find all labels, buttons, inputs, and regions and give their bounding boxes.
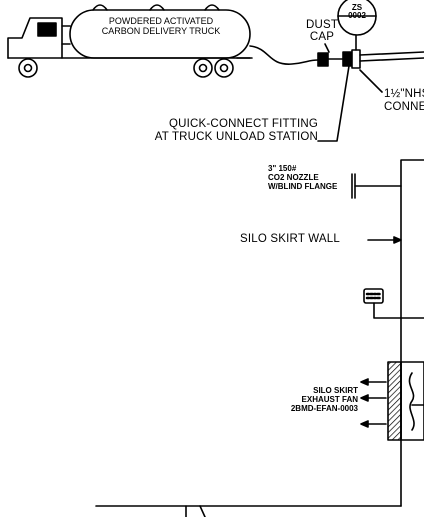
dust-cap-label: DUST CAP bbox=[302, 19, 342, 43]
delivery-truck bbox=[7, 4, 253, 78]
truck-label-line2: CARBON DELIVERY TRUCK bbox=[101, 26, 221, 37]
tank-hatch bbox=[92, 4, 108, 11]
nhs-connect-leader bbox=[359, 69, 383, 93]
quick-connect-label-line1: QUICK-CONNECT FITTING bbox=[168, 118, 318, 130]
dust-cap-leader bbox=[324, 43, 330, 53]
junction-box bbox=[363, 288, 424, 319]
silo-skirt-wall bbox=[400, 159, 424, 507]
co2-nozzle bbox=[351, 173, 402, 199]
co2-nozzle-label-line3: W/BLIND FLANGE bbox=[268, 182, 338, 192]
tank-hatch bbox=[149, 4, 165, 11]
truck-label: POWDERED ACTIVATED CARBON DELIVERY TRUCK bbox=[82, 16, 240, 37]
exhaust-fan-label-line1: SILO SKIRT bbox=[313, 386, 358, 395]
instrument-tag-letters: ZS bbox=[351, 3, 363, 12]
co2-nozzle-label-line1: 3" 150# bbox=[268, 164, 297, 173]
tank-hatch bbox=[204, 4, 220, 11]
truck-wheel bbox=[18, 58, 38, 78]
instrument-tag-number: 0002 bbox=[348, 11, 366, 21]
truck-cab bbox=[7, 17, 63, 59]
co2-nozzle-label: 3" 150# CO2 NOZZLE W/BLIND FLANGE bbox=[268, 164, 337, 192]
quick-connect-label: QUICK-CONNECT FITTING AT TRUCK UNLOAD ST… bbox=[124, 118, 318, 144]
nhs-connect-label-line1: 1½"NHS bbox=[384, 88, 424, 100]
truck-wheel bbox=[214, 58, 234, 78]
nhs-connect-label: 1½"NHS CONNECT bbox=[384, 88, 424, 113]
quick-connect-leader bbox=[317, 65, 350, 142]
dust-cap-label-line1: DUST bbox=[305, 19, 339, 31]
dust-cap-label-line2: CAP bbox=[309, 31, 335, 44]
exhaust-fan bbox=[360, 361, 424, 441]
exhaust-fan-label: SILO SKIRT EXHAUST FAN 2BMD-EFAN-0003 bbox=[254, 386, 358, 414]
delivery-hose bbox=[249, 45, 319, 65]
silo-skirt-wall-label: SILO SKIRT WALL bbox=[240, 233, 340, 245]
exhaust-fan-label-line3: 2BMD-EFAN-0003 bbox=[290, 404, 358, 414]
cab-window bbox=[37, 22, 57, 37]
instrument-tag-text: ZS 0002 bbox=[339, 3, 375, 21]
quick-connect-fitting bbox=[317, 34, 424, 69]
exhaust-fan-label-line2: EXHAUST FAN bbox=[301, 395, 358, 405]
quick-connect-label-line2: AT TRUCK UNLOAD STATION bbox=[154, 131, 318, 144]
truck-wheel bbox=[193, 58, 213, 78]
nhs-connect-label-line2: CONNECT bbox=[384, 100, 424, 113]
co2-nozzle-label-line2: CO2 NOZZLE bbox=[268, 173, 319, 183]
dust-cap bbox=[317, 52, 329, 67]
truck-label-line1: POWDERED ACTIVATED bbox=[108, 16, 214, 26]
